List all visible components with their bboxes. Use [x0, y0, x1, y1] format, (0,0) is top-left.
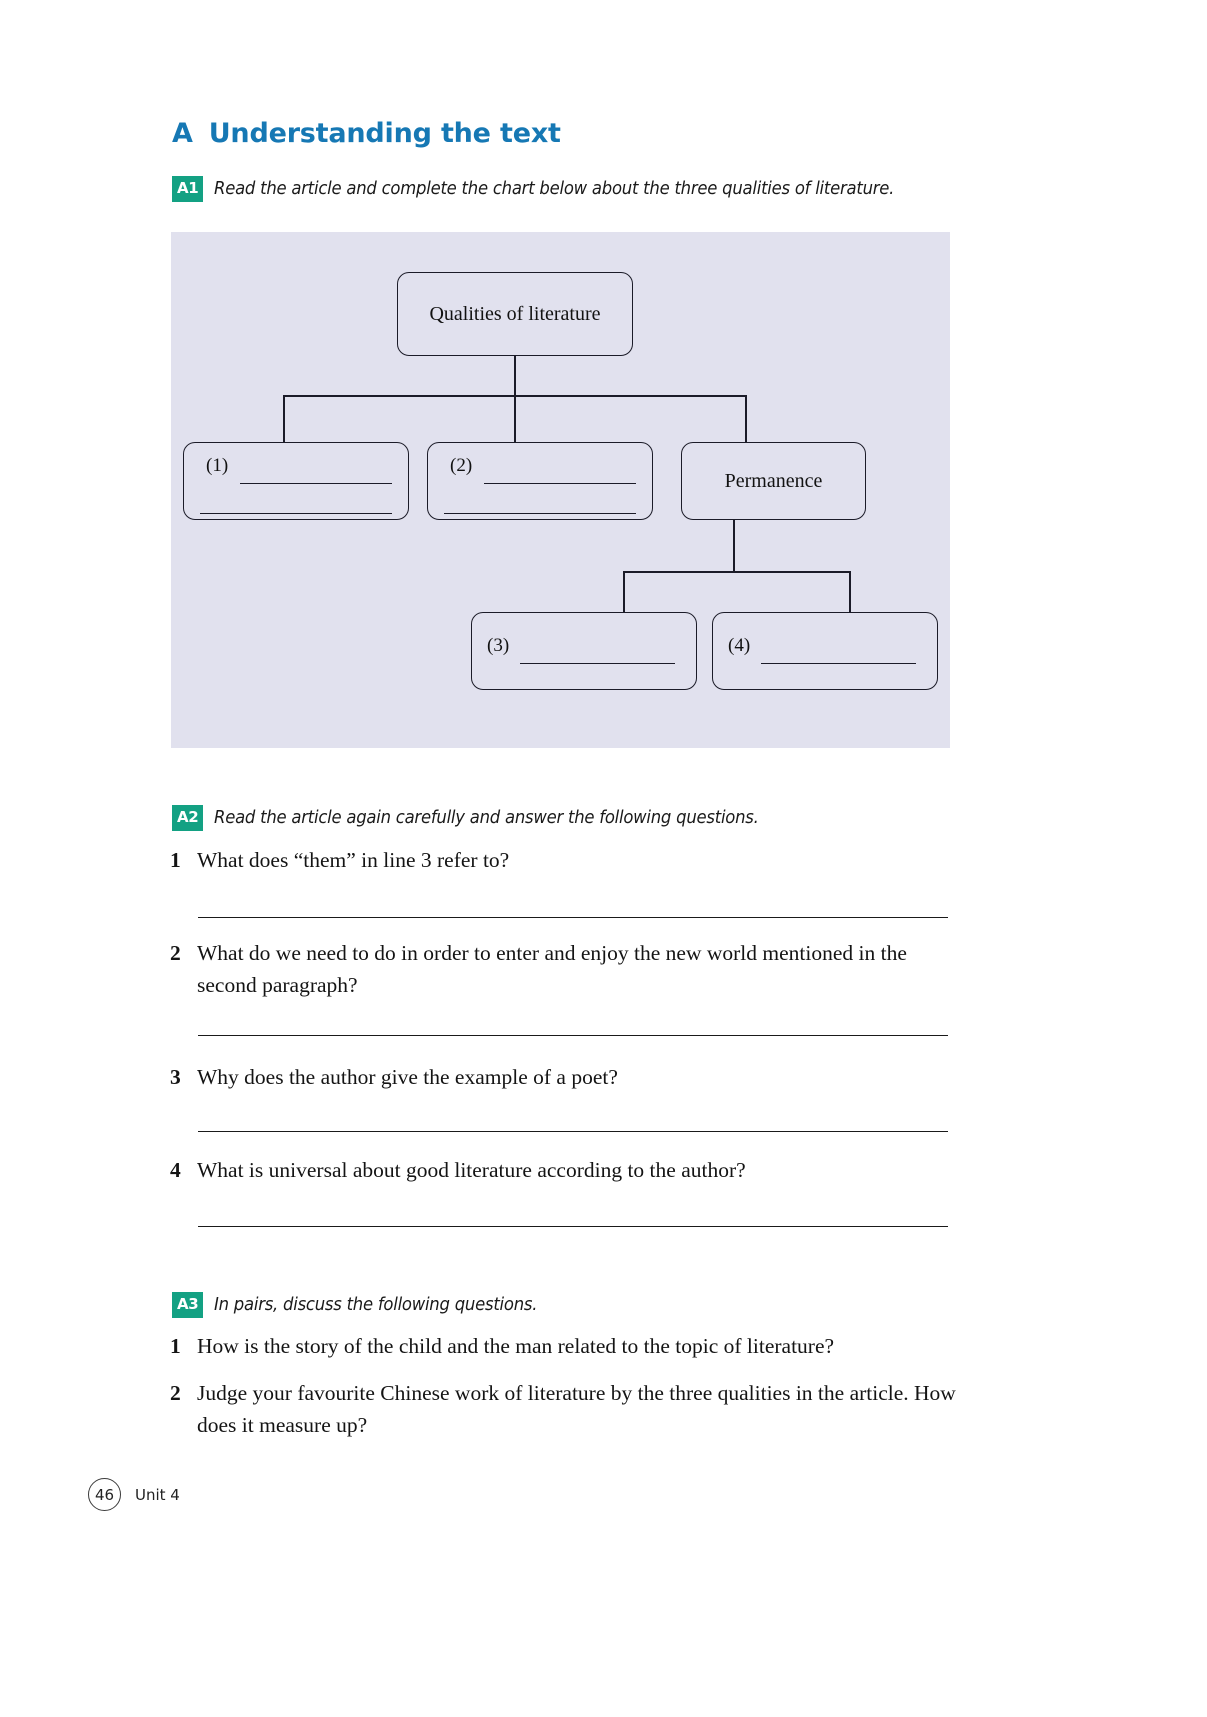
- diagram-node-permanence: Permanence: [681, 442, 866, 520]
- question-a3-1-text: How is the story of the child and the ma…: [197, 1334, 835, 1358]
- diagram-node-2-blank-b[interactable]: [444, 513, 636, 514]
- diagram-node-2-number: (2): [450, 455, 473, 476]
- badge-a3: A3: [172, 1292, 204, 1318]
- question-a2-3-text: Why does the author give the example of …: [197, 1065, 618, 1089]
- diagram-node-3-number: (3): [487, 635, 510, 656]
- connector-permanence-stem: [733, 517, 735, 572]
- question-a3-2-number: 2: [170, 1381, 181, 1405]
- question-a2-4-number: 4: [170, 1158, 181, 1182]
- task-a1-row: A1 Read the article and complete the cha…: [172, 176, 938, 202]
- connector-bus-level3: [623, 571, 851, 573]
- diagram-node-root: Qualities of literature: [397, 272, 633, 356]
- question-a2-1: 1 What does “them” in line 3 refer to?: [170, 845, 960, 877]
- question-a3-1: 1 How is the story of the child and the …: [170, 1331, 970, 1363]
- question-a2-1-number: 1: [170, 848, 181, 872]
- question-a3-2: 2 Judge your favourite Chinese work of l…: [170, 1378, 960, 1442]
- question-a2-2: 2 What do we need to do in order to ente…: [170, 938, 960, 1002]
- section-letter: A: [172, 118, 193, 149]
- question-a2-4: 4 What is universal about good literatur…: [170, 1155, 960, 1187]
- task-a3-instruction: In pairs, discuss the following question…: [214, 1295, 538, 1315]
- diagram-node-4-number: (4): [728, 635, 751, 656]
- task-a2-row: A2 Read the article again carefully and …: [172, 805, 794, 831]
- diagram-node-1-number: (1): [206, 455, 229, 476]
- page-footer: 46 Unit 4: [88, 1478, 180, 1511]
- page-number-badge: 46: [88, 1478, 121, 1511]
- task-a2-instruction: Read the article again carefully and ans…: [214, 808, 760, 828]
- connector-to-node3: [745, 395, 747, 443]
- question-a2-3: 3 Why does the author give the example o…: [170, 1062, 960, 1094]
- diagram-node-3[interactable]: (3): [471, 612, 697, 690]
- qualities-diagram-panel: Qualities of literature (1) (2) Permanen…: [171, 232, 950, 748]
- connector-to-node1: [283, 395, 285, 443]
- task-a1-instruction: Read the article and complete the chart …: [214, 179, 895, 199]
- diagram-node-1[interactable]: (1): [183, 442, 409, 520]
- diagram-node-1-blank-b[interactable]: [200, 513, 392, 514]
- connector-to-node2: [514, 395, 516, 443]
- page-title: Understanding the text: [208, 118, 561, 149]
- question-a2-3-number: 3: [170, 1065, 181, 1089]
- question-a2-2-text: What do we need to do in order to enter …: [197, 941, 907, 997]
- diagram-node-permanence-label: Permanence: [724, 470, 823, 492]
- answer-rule-a2-3[interactable]: [198, 1131, 948, 1132]
- connector-to-node4: [623, 571, 625, 613]
- answer-rule-a2-4[interactable]: [198, 1226, 948, 1227]
- question-a3-2-text: Judge your favourite Chinese work of lit…: [197, 1381, 956, 1437]
- answer-rule-a2-2[interactable]: [198, 1035, 948, 1036]
- answer-rule-a2-1[interactable]: [198, 917, 948, 918]
- badge-a1: A1: [172, 176, 204, 202]
- connector-root-stem: [514, 355, 516, 396]
- question-a3-1-number: 1: [170, 1334, 181, 1358]
- diagram-node-root-label: Qualities of literature: [429, 303, 601, 325]
- question-a2-4-text: What is universal about good literature …: [197, 1158, 746, 1182]
- diagram-node-1-blank-a[interactable]: [240, 483, 392, 484]
- unit-label: Unit 4: [135, 1485, 180, 1504]
- diagram-node-4-blank[interactable]: [761, 663, 916, 664]
- question-a2-2-number: 2: [170, 941, 181, 965]
- diagram-node-2-blank-a[interactable]: [484, 483, 636, 484]
- connector-to-node5: [849, 571, 851, 613]
- badge-a2: A2: [172, 805, 204, 831]
- question-a2-1-text: What does “them” in line 3 refer to?: [197, 848, 510, 872]
- task-a3-row: A3 In pairs, discuss the following quest…: [172, 1292, 558, 1318]
- diagram-node-4[interactable]: (4): [712, 612, 938, 690]
- section-heading: A Understanding the text: [172, 118, 561, 149]
- diagram-node-3-blank[interactable]: [520, 663, 675, 664]
- diagram-node-2[interactable]: (2): [427, 442, 653, 520]
